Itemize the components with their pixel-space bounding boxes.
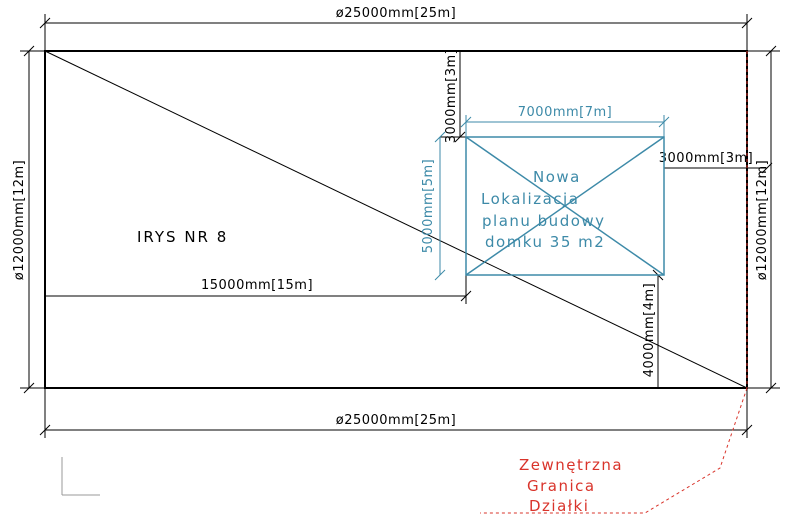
top-dimension (39, 14, 753, 51)
bottom-width-label: ø25000mm[25m] (336, 413, 457, 428)
corner-mark (61, 457, 100, 496)
house-line-1: Nowa (533, 168, 581, 186)
plot-name: IRYS NR 8 (137, 228, 228, 246)
offset-top-label: 3000mm[3m] (444, 49, 459, 144)
house-footprint (465, 136, 665, 276)
offset-left-dimension (45, 275, 472, 304)
offset-top-dimension (440, 51, 468, 143)
house-height-dimension (434, 131, 446, 281)
left-height-label: ø12000mm[12m] (12, 160, 27, 281)
offset-right-label: 3000mm[3m] (659, 151, 754, 166)
boundary-line-2: Granica (527, 477, 596, 495)
offset-bottom-label: 4000mm[4m] (642, 283, 657, 378)
boundary-description: Zewnętrzna Granica Działki (519, 456, 623, 515)
left-dimension (20, 45, 45, 394)
right-height-label: ø12000mm[12m] (755, 160, 770, 281)
house-width-dimension (460, 115, 670, 137)
house-description: Nowa Lokalizacja planu budowy domku 35 m… (481, 168, 606, 251)
right-dimension (747, 45, 780, 394)
top-width-label: ø25000mm[25m] (336, 6, 457, 21)
house-line-4: domku 35 m2 (485, 233, 605, 251)
offset-left-label: 15000mm[15m] (201, 278, 313, 293)
boundary-line-1: Zewnętrzna (519, 456, 623, 474)
bottom-dimension (39, 388, 753, 438)
offset-right-dimension (664, 162, 773, 174)
house-width-label: 7000mm[7m] (518, 105, 613, 120)
house-line-2: Lokalizacja (481, 190, 579, 208)
outer-boundary (480, 51, 748, 514)
plot-diagonal (44, 50, 748, 389)
house-height-label: 5000mm[5m] (421, 159, 436, 254)
house-line-3: planu budowy (482, 212, 606, 230)
boundary-line-3: Działki (529, 497, 589, 515)
